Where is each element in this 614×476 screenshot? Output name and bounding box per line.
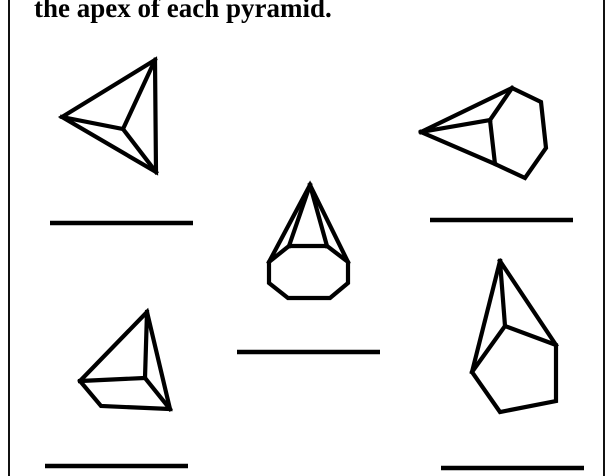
page-border-right — [603, 0, 605, 476]
page-border-left — [8, 0, 10, 476]
instruction-text: the apex of each pyramid. — [34, 0, 332, 23]
pyramid-figure-1 — [57, 56, 159, 176]
pyramid-figure-3 — [266, 180, 351, 301]
pyramid-figure-4 — [77, 307, 173, 412]
pyramid-figure-5 — [469, 258, 559, 415]
pyramid-figure-2 — [418, 85, 549, 181]
